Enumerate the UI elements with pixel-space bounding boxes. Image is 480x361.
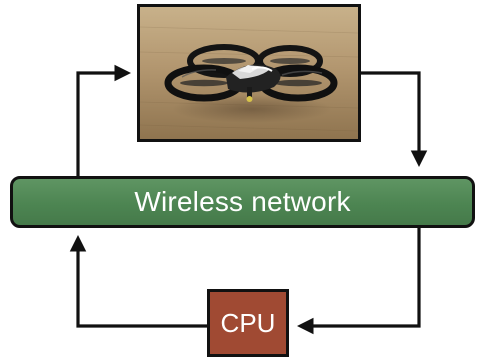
- wireless-network-label: Wireless network: [134, 186, 351, 217]
- quadcopter-icon: [140, 7, 358, 139]
- arrow-cpu-to-network: [69, 235, 207, 328]
- wireless-network-bar: Wireless network: [10, 176, 475, 228]
- arrow-drone-to-network: [361, 71, 428, 167]
- arrow-network-to-cpu: [297, 228, 421, 335]
- arrow-network-to-drone: [76, 64, 131, 176]
- cpu-box: CPU: [207, 289, 289, 357]
- drone-photo: [137, 4, 361, 142]
- cpu-label: CPU: [220, 307, 276, 338]
